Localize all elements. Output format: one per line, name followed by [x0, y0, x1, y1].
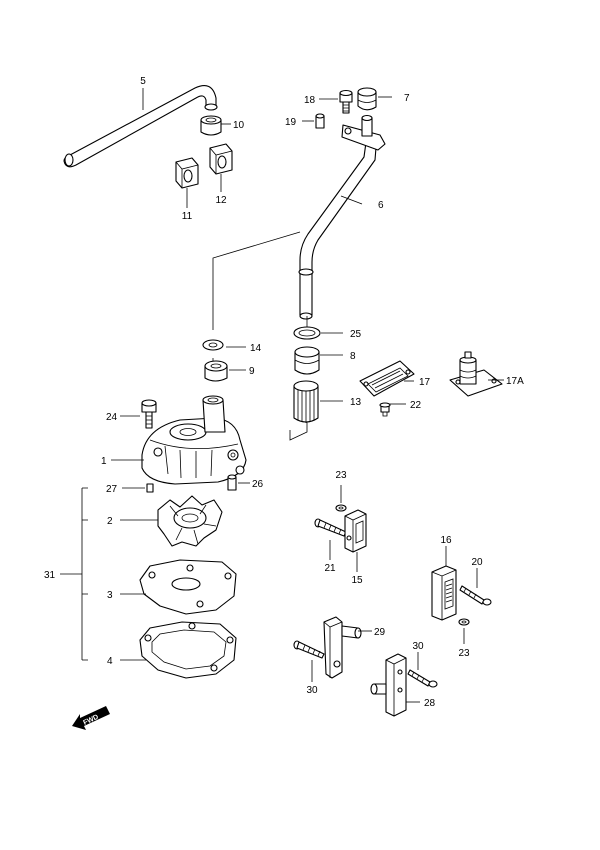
part-10-grommet	[200, 115, 222, 136]
part-19-pin	[315, 113, 325, 129]
callout-15: 15	[351, 575, 363, 586]
callout-9: 9	[249, 366, 255, 377]
part-18-bolt	[339, 89, 353, 114]
callout-3: 3	[107, 590, 113, 601]
callout-17: 17	[419, 377, 431, 388]
callout-26: 26	[252, 479, 264, 490]
part-1-pump-case	[141, 395, 247, 485]
part-7-cap	[357, 87, 377, 111]
callout-19: 19	[285, 117, 297, 128]
callout-24: 24	[106, 412, 118, 423]
part-21-screw	[314, 518, 347, 537]
part-26-pin	[227, 474, 237, 491]
part-12-clamp	[209, 143, 233, 175]
part-30-screw-left	[293, 640, 325, 659]
part-3-wear-plate	[139, 559, 237, 615]
part-6-water-tube	[298, 114, 386, 320]
callout-8: 8	[350, 351, 356, 362]
part-15-bracket	[344, 509, 367, 553]
callout-14: 14	[250, 343, 262, 354]
callout-23-lower: 23	[458, 648, 470, 659]
part-2-impeller	[157, 495, 223, 547]
callout-5: 5	[140, 76, 146, 87]
callout-30-left: 30	[306, 685, 318, 696]
callout-27: 27	[106, 484, 118, 495]
callout-10: 10	[233, 120, 245, 131]
callout-22: 22	[410, 400, 422, 411]
callout-31: 31	[44, 570, 56, 581]
callout-4: 4	[107, 656, 113, 667]
part-29-bracket	[323, 616, 362, 679]
callout-28: 28	[424, 698, 436, 709]
part-16-bracket	[431, 565, 457, 621]
part-13-strainer	[293, 380, 319, 423]
part-20-screw	[459, 585, 492, 606]
part-30-screw-right	[407, 669, 438, 688]
callout-1: 1	[101, 456, 107, 467]
part-17-plate	[359, 360, 415, 397]
callout-7: 7	[404, 93, 410, 104]
callout-labels: 5 10 11 12 7 18 19 6 14 9 25 8 13 17 22 …	[44, 76, 524, 709]
leader-lines	[60, 88, 504, 703]
part-23-washer-lower	[458, 618, 470, 626]
part-17a-plate	[449, 351, 503, 397]
part-11-clamp	[175, 157, 199, 189]
callout-12: 12	[215, 195, 227, 206]
callout-2: 2	[107, 516, 113, 527]
part-24-bolt	[141, 399, 157, 429]
part-22-screw	[379, 402, 391, 417]
callout-25: 25	[350, 329, 362, 340]
part-4-gasket	[139, 621, 237, 679]
callout-16: 16	[440, 535, 452, 546]
callout-29: 29	[374, 627, 386, 638]
callout-6: 6	[378, 200, 384, 211]
callout-11: 11	[182, 211, 193, 222]
callout-23-upper: 23	[335, 470, 347, 481]
part-5-water-hose	[63, 85, 218, 168]
callout-18: 18	[304, 95, 316, 106]
part-14-seal	[202, 339, 224, 351]
callout-13: 13	[350, 397, 362, 408]
part-27-key	[146, 483, 154, 493]
part-25-o-ring	[293, 326, 321, 340]
part-23-washer-upper	[335, 504, 347, 512]
callout-20: 20	[471, 557, 483, 568]
fwd-label: FWD	[82, 714, 99, 727]
callout-21: 21	[324, 563, 336, 574]
part-8-grommet	[294, 346, 320, 375]
part-28-bracket	[370, 653, 407, 717]
assembly-lines	[212, 231, 308, 441]
part-9-grommet	[204, 360, 228, 382]
callout-30-right: 30	[412, 641, 424, 652]
fwd-arrow-icon: FWD	[72, 706, 110, 730]
callout-17a: 17A	[506, 376, 524, 387]
